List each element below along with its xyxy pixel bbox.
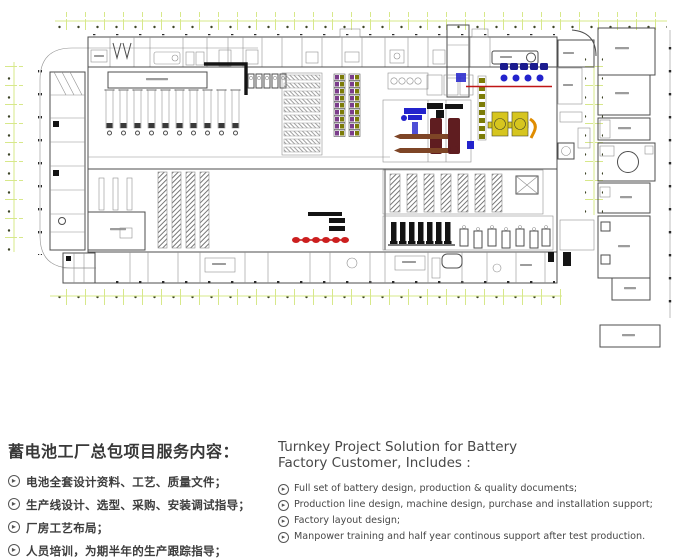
service-item-en: ▸ Production line design, machine design… [278, 499, 666, 511]
service-item-cn: ▸ 厂房工艺布局； [8, 520, 266, 536]
blue-filler-row [456, 63, 548, 82]
left-utility-rooms [49, 71, 86, 251]
services-title-en-line2: Factory Customer, Includes : [278, 454, 471, 471]
room-label-marks [94, 47, 636, 337]
red-machine-row [292, 212, 349, 243]
service-item-en: ▸ Factory layout design; [278, 515, 666, 527]
bullet-arrow-icon: ▸ [8, 498, 20, 510]
service-item-cn: ▸ 电池全套设计资料、工艺、质量文件； [8, 474, 266, 490]
services-english-column: Turnkey Project Solution for Battery Fac… [266, 428, 666, 559]
bottom-room-band [62, 251, 558, 284]
orange-machine [529, 117, 537, 139]
bullet-arrow-icon: ▸ [8, 521, 20, 533]
service-item-text: Full set of battery design, production &… [294, 482, 578, 494]
service-item-text: 生产线设计、选型、采购、安装调试指导； [26, 498, 251, 512]
outer-boundary [38, 47, 258, 269]
production-line-equipment [292, 63, 552, 243]
service-item-en: ▸ Manpower training and half year contin… [278, 531, 666, 543]
colored-rack-columns [333, 73, 361, 137]
services-title-en-line1: Turnkey Project Solution for Battery [278, 439, 518, 455]
service-item-text: Manpower training and half year continou… [294, 530, 646, 542]
bullet-arrow-icon: ▸ [278, 499, 289, 511]
service-item-text: 厂房工艺布局； [26, 521, 109, 535]
charging-machines [382, 215, 554, 251]
services-list-en: ▸ Full set of battery design, production… [278, 483, 666, 543]
blue-machines [401, 108, 426, 134]
olive-machine-column [477, 75, 487, 141]
service-item-en: ▸ Full set of battery design, production… [278, 483, 666, 495]
right-wing-rooms [597, 27, 672, 348]
services-title-cn: 蓄电池工厂总包项目服务内容： [8, 442, 240, 461]
horizontal-rack-stack [281, 72, 323, 156]
services-list-cn: ▸ 电池全套设计资料、工艺、质量文件； ▸ 生产线设计、选型、采购、安装调试指导… [8, 474, 266, 559]
axis-grid [5, 12, 667, 305]
service-item-text: 电池全套设计资料、工艺、质量文件； [26, 475, 227, 489]
service-item-cn: ▸ 人员培训，为期半年的生产跟踪指导； [8, 543, 266, 559]
services-chinese-column: 蓄电池工厂总包项目服务内容： ▸ 电池全套设计资料、工艺、质量文件； ▸ 生产线… [0, 428, 266, 559]
service-item-cn: ▸ 生产线设计、选型、采购、安装调试指导； [8, 497, 266, 513]
right-side-rooms [557, 29, 597, 266]
lower-left-room [87, 211, 146, 251]
bullet-arrow-icon: ▸ [278, 515, 289, 527]
service-item-text: Factory layout design; [294, 514, 401, 526]
conveyor-arms [394, 134, 448, 153]
service-item-text: Production line design, machine design, … [294, 498, 653, 510]
lower-hall [98, 169, 554, 251]
tank-row [459, 225, 551, 249]
services-section: 蓄电池工厂总包项目服务内容： ▸ 电池全套设计资料、工艺、质量文件； ▸ 生产线… [0, 428, 676, 559]
yellow-machines [487, 111, 529, 137]
bullet-arrow-icon: ▸ [8, 544, 20, 556]
charger-cells [247, 73, 287, 89]
black-machines [427, 103, 463, 118]
formation-racks [382, 169, 544, 215]
services-title-en: Turnkey Project Solution for Battery Fac… [278, 439, 666, 472]
factory-floorplan-drawing [5, 12, 672, 348]
left-detached-box [62, 252, 96, 284]
bullet-arrow-icon: ▸ [278, 483, 289, 495]
upper-hall [87, 62, 558, 253]
service-item-text: 人员培训，为期半年的生产跟踪指导； [26, 544, 227, 558]
bullet-arrow-icon: ▸ [8, 475, 20, 487]
bullet-arrow-icon: ▸ [278, 531, 289, 543]
